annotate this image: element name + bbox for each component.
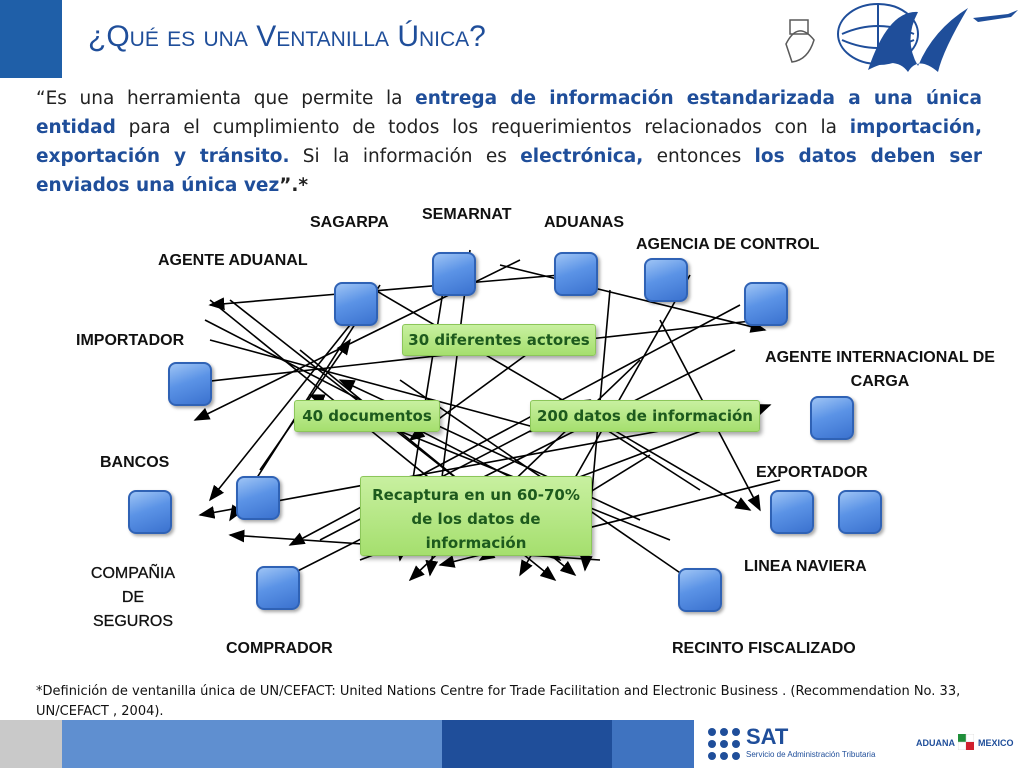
linea-naviera-label: LINEA NAVIERA bbox=[744, 558, 867, 575]
agencia-control-label: AGENCIA DE CONTROL bbox=[636, 236, 820, 253]
mexico-text: MEXICO bbox=[978, 738, 1014, 748]
semarnat-node bbox=[432, 252, 476, 296]
comprador-node bbox=[256, 566, 300, 610]
aduanas-node bbox=[554, 252, 598, 296]
documents-count-callout: 40 documentos bbox=[294, 400, 440, 432]
compania-seguros-label: COMPAÑIA DE SEGUROS bbox=[90, 565, 176, 630]
page-title: ¿Qué es una Ventanilla Única? bbox=[88, 20, 486, 53]
exportador-node-2 bbox=[838, 490, 882, 534]
comprador-label: COMPRADOR bbox=[226, 640, 333, 657]
recapture-callout: Recaptura en un 60-70% de los datos de i… bbox=[360, 476, 592, 556]
sat-logo: SAT Servicio de Administración Tributari… bbox=[706, 724, 906, 764]
agente-internacional-label: AGENTE INTERNACIONAL DE CARGA bbox=[765, 349, 995, 390]
importador-node bbox=[168, 362, 212, 406]
aduana-mexico-logo: ADUANA MEXICO bbox=[916, 732, 1016, 762]
footnote: *Definición de ventanilla única de UN/CE… bbox=[36, 684, 961, 719]
agente-aduanal-node bbox=[334, 282, 378, 326]
sagarpa-label: SAGARPA bbox=[310, 214, 389, 231]
bancos-node-2 bbox=[236, 476, 280, 520]
agente-aduanal-label: AGENTE ADUANAL bbox=[158, 252, 308, 269]
aduanas-label: ADUANAS bbox=[544, 214, 624, 231]
bancos-node bbox=[128, 490, 172, 534]
aduana-text: ADUANA bbox=[916, 738, 955, 748]
sat-emblem-icon bbox=[708, 728, 740, 760]
definition-quote: “Es una herramienta que permite la entre… bbox=[36, 88, 983, 196]
exportador-node bbox=[770, 490, 814, 534]
agencia-control-node-2 bbox=[744, 282, 788, 326]
mexico-flag-icon bbox=[958, 734, 974, 750]
data-count-callout: 200 datos de información bbox=[530, 400, 760, 432]
recinto-fiscalizado-label: RECINTO FISCALIZADO bbox=[672, 640, 856, 657]
actors-count-callout: 30 diferentes actores bbox=[402, 324, 596, 356]
bancos-label: BANCOS bbox=[100, 454, 170, 471]
exportador-label: EXPORTADOR bbox=[756, 464, 868, 481]
agente-internacional-node bbox=[810, 396, 854, 440]
importador-label: IMPORTADOR bbox=[76, 332, 185, 349]
sat-subtitle: Servicio de Administración Tributaria bbox=[746, 750, 876, 759]
ventanilla-logo bbox=[785, 3, 1018, 72]
recinto-fiscalizado-node bbox=[678, 568, 722, 612]
semarnat-label: SEMARNAT bbox=[422, 206, 512, 223]
agencia-control-node bbox=[644, 258, 688, 302]
sat-wordmark: SAT bbox=[746, 724, 789, 749]
header-accent-bar bbox=[0, 0, 62, 78]
